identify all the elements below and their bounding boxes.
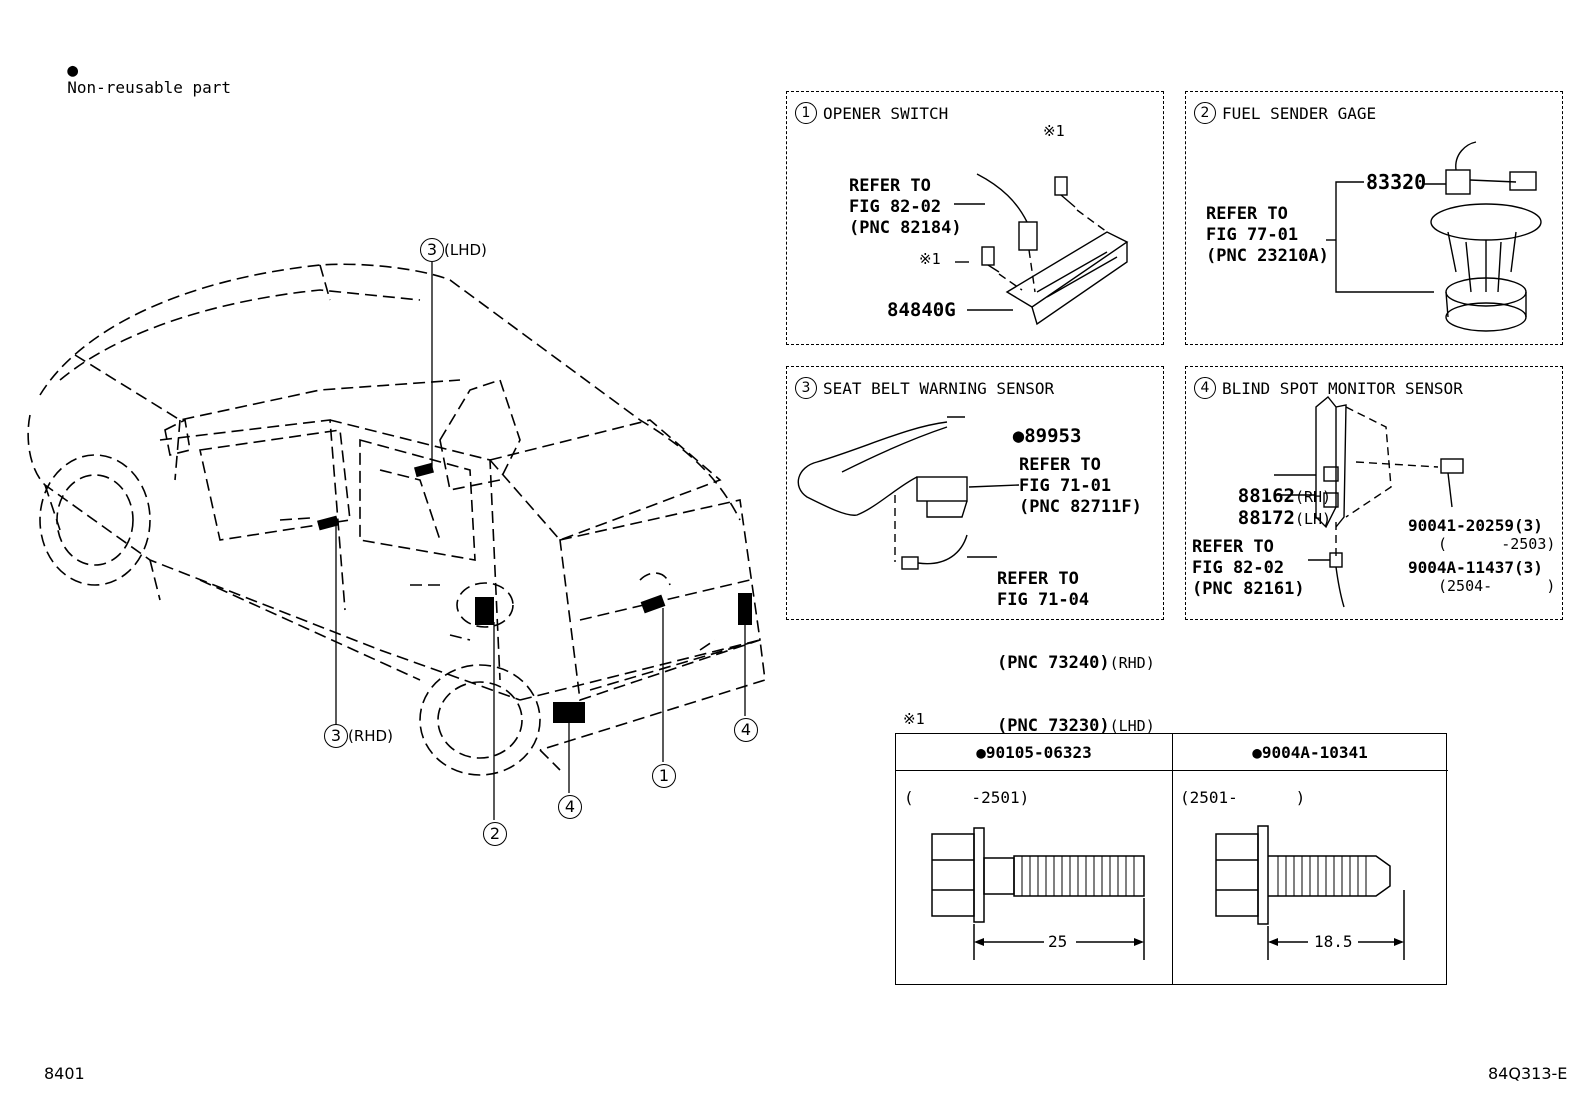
opener-switch-drawing: [954, 173, 1129, 326]
callout-seatbelt-rhd[interactable]: 3 (RHD): [324, 724, 393, 748]
panel-title-text: OPENER SWITCH: [823, 103, 949, 123]
callout-blind-spot-right[interactable]: 4: [734, 718, 758, 742]
panel-title: 1 OPENER SWITCH: [795, 102, 948, 124]
pnc-lhd: (PNC 73230): [997, 716, 1110, 736]
panel-number: 3: [795, 377, 817, 399]
table-divider: [1172, 734, 1173, 984]
bolt-left-part: 90105-06323: [985, 742, 1092, 762]
figure-code-left: 8401: [44, 1064, 85, 1083]
bolt-table-mark: ※1: [903, 710, 925, 728]
fuel-sender-drawing: [1326, 141, 1542, 332]
bolt-right-length: 18.5: [1314, 932, 1353, 951]
refer-label-2[interactable]: REFER TO FIG 71-04 (PNC 73240)(RHD) (PNC…: [997, 527, 1155, 779]
refer-label[interactable]: REFER TO FIG 82-02 (PNC 82184): [849, 176, 962, 238]
callout-suffix: (RHD): [348, 727, 393, 745]
bolt-left-range: ( -2501): [904, 788, 1030, 807]
part-number-text: 89953: [1024, 425, 1082, 447]
callout-number: 4: [734, 718, 758, 742]
panel-title-text: SEAT BELT WARNING SENSOR: [823, 378, 1055, 398]
panel-blind-spot-monitor-sensor: 4 BLIND SPOT MONITOR SENSOR 88162(RH) 88…: [1185, 366, 1563, 620]
callout-opener-switch[interactable]: 1: [652, 764, 676, 788]
bolt-mark-top: ※1: [1043, 122, 1065, 140]
panel-number: 1: [795, 102, 817, 124]
bolt-right-part: 9004A-10341: [1261, 742, 1368, 762]
figure-code-right: 84Q313-E: [1488, 1064, 1568, 1083]
panel-number: 4: [1194, 377, 1216, 399]
refer-label-2-head: REFER TO FIG 71-04: [997, 569, 1090, 610]
seat-belt-sensor-drawing: [797, 416, 1020, 570]
non-reusable-icon: ●: [976, 742, 986, 762]
panel-seat-belt-warning-sensor: 3 SEAT BELT WARNING SENSOR ●89953 REFER …: [786, 366, 1164, 736]
bolt-left-length: 25: [1048, 932, 1068, 951]
pnc-rhd: (PNC 73240): [997, 653, 1110, 673]
bolt-part-2[interactable]: 9004A-11437(3): [1408, 558, 1543, 577]
panel-title: 2 FUEL SENDER GAGE: [1194, 102, 1376, 124]
lhd-tag: (LHD): [1109, 717, 1155, 735]
legend: ● Non-reusable part: [48, 46, 231, 96]
callout-number: 3: [420, 238, 444, 262]
bolt-part-1-range: ( -2503): [1438, 535, 1556, 553]
panel-title: 4 BLIND SPOT MONITOR SENSOR: [1194, 377, 1463, 399]
panel-number: 2: [1194, 102, 1216, 124]
callout-number: 1: [652, 764, 676, 788]
blind-spot-sensor-drawing: [1274, 396, 1464, 608]
bolt-drawings: [931, 825, 1405, 960]
part-number[interactable]: 84840G: [887, 299, 956, 321]
refer-label-2-rhd: (PNC 73240)(RHD): [997, 653, 1155, 674]
non-reusable-icon: ●: [1012, 425, 1025, 447]
bolt-table: ●90105-06323 ●9004A-10341 ( -2501) (2501…: [895, 733, 1448, 985]
panel-opener-switch: 1 OPENER SWITCH REFER TO FIG 82-02 (PNC …: [786, 91, 1164, 345]
part-number-89953[interactable]: ●89953: [967, 405, 1082, 468]
refer-label-1[interactable]: REFER TO FIG 71-01 (PNC 82711F): [1019, 455, 1142, 517]
callout-seatbelt-lhd[interactable]: 3 (LHD): [420, 238, 487, 262]
part-lh: 88172: [1237, 507, 1295, 529]
refer-label-2-lhd: (PNC 73230)(LHD): [997, 716, 1155, 737]
bolt-right-range: (2501- ): [1180, 788, 1306, 807]
panel-title: 3 SEAT BELT WARNING SENSOR: [795, 377, 1054, 399]
part-rh: 88162: [1237, 485, 1295, 507]
callout-number: 4: [558, 795, 582, 819]
legend-text: Non-reusable part: [67, 78, 232, 97]
panel-title-text: BLIND SPOT MONITOR SENSOR: [1222, 378, 1463, 398]
callout-number: 3: [324, 724, 348, 748]
callout-fuel-sender[interactable]: 2: [483, 822, 507, 846]
callout-suffix: (LHD): [444, 241, 487, 259]
part-number[interactable]: 83320: [1366, 170, 1427, 194]
part-number-rh[interactable]: 88162(RH): [1192, 465, 1331, 529]
panel-fuel-sender-gage: 2 FUEL SENDER GAGE 83320 REFER TO FIG 77…: [1185, 91, 1563, 345]
rhd-tag: (RHD): [1109, 654, 1155, 672]
rh-tag: (RH): [1294, 488, 1332, 506]
legend-symbol: ●: [67, 60, 79, 81]
refer-label[interactable]: REFER TO FIG 82-02 (PNC 82161): [1192, 537, 1305, 599]
bolt-part-2-range: (2504- ): [1438, 577, 1556, 595]
callout-number: 2: [483, 822, 507, 846]
bolt-part-1[interactable]: 90041-20259(3): [1408, 516, 1543, 535]
callout-blind-spot-left[interactable]: 4: [558, 795, 582, 819]
refer-label[interactable]: REFER TO FIG 77-01 (PNC 23210A): [1206, 204, 1329, 266]
bolt-mark-left: ※1: [919, 250, 941, 268]
non-reusable-icon: ●: [1252, 742, 1262, 762]
panel-title-text: FUEL SENDER GAGE: [1222, 103, 1377, 123]
bolt-right-header[interactable]: ●9004A-10341: [1172, 734, 1448, 771]
